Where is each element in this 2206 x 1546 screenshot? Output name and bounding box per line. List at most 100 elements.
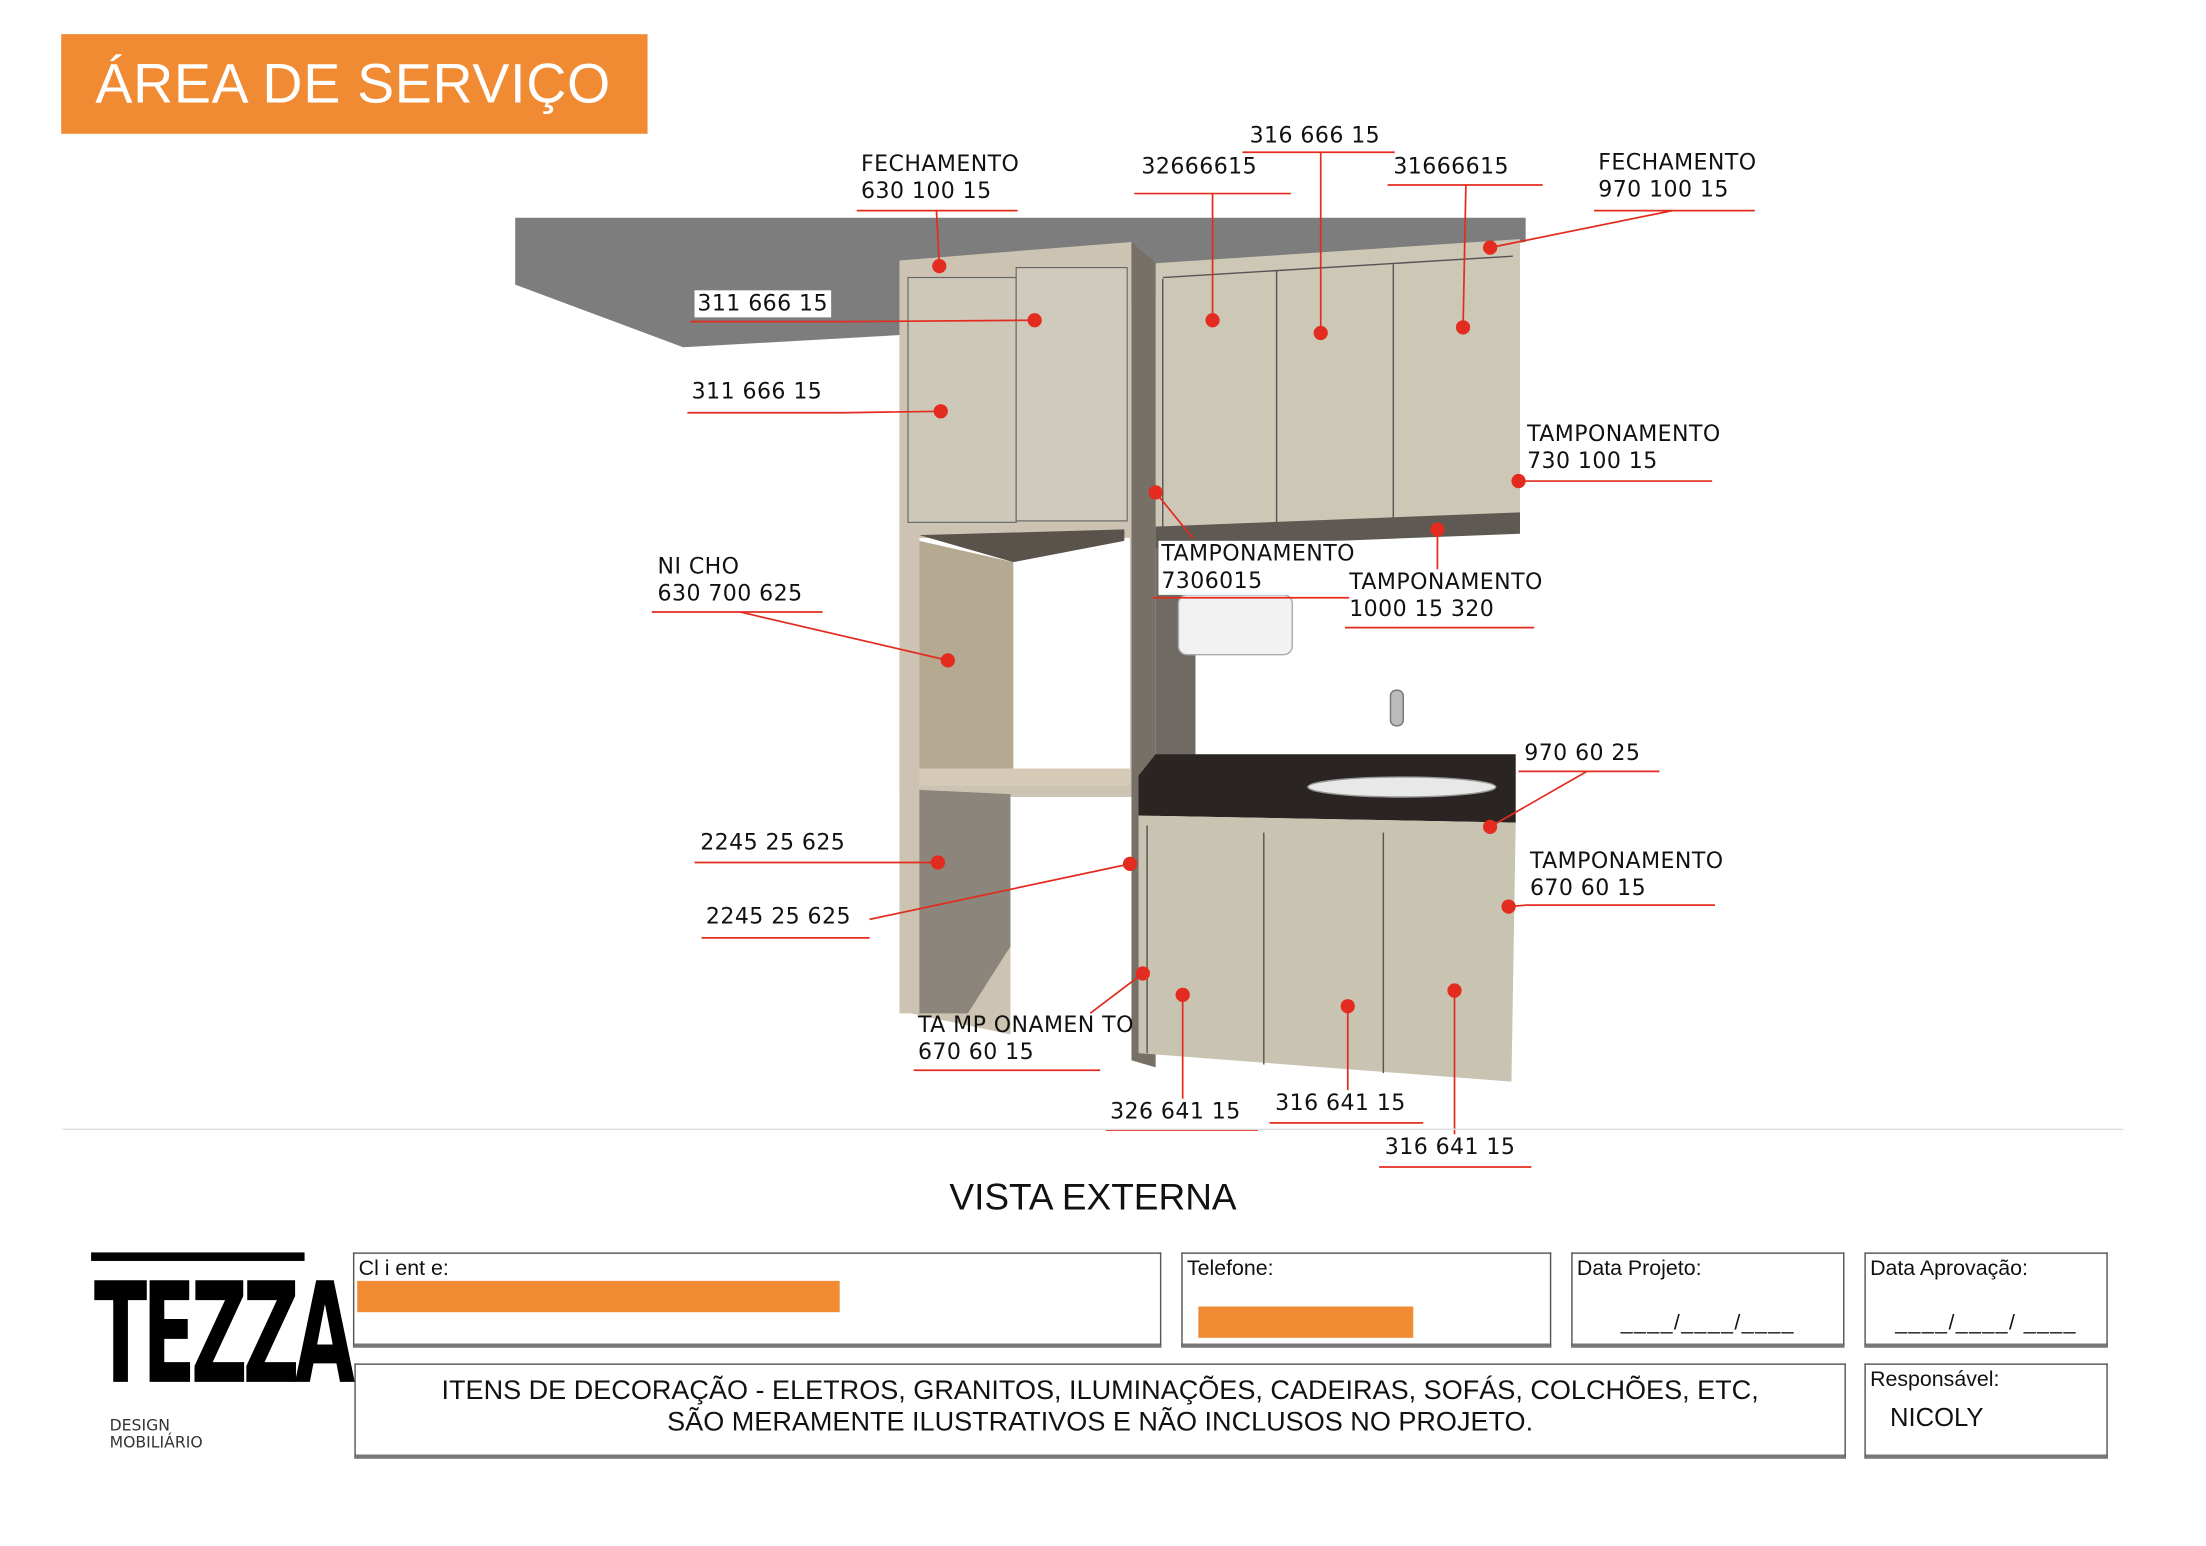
callout-label: 970 60 25 — [1524, 740, 1640, 767]
client-label: Cl i ent e: — [358, 1256, 449, 1281]
phone-field[interactable]: Telefone: — [1181, 1252, 1552, 1348]
callout-marker-dot — [1205, 313, 1220, 328]
callout-text: 670 60 15 — [1529, 875, 1647, 901]
view-title: VISTA EXTERNA — [949, 1175, 1237, 1219]
callout-marker-dot — [1455, 320, 1471, 335]
callout-leader — [1462, 184, 1467, 328]
callout-label: 2245 25 625 — [706, 904, 851, 931]
callout-label: 316 666 15 — [1250, 122, 1381, 149]
callout-leader — [1489, 770, 1588, 828]
tall-door-left — [907, 276, 1017, 523]
callout-marker-dot — [930, 855, 946, 870]
phone-redacted — [1198, 1306, 1414, 1338]
lower-gap — [1010, 796, 1132, 1061]
niche-side — [919, 540, 1014, 780]
callout-marker-dot — [1430, 522, 1445, 537]
callout-marker-dot — [1175, 987, 1190, 1002]
callout-text: TAMPONAMENTO — [1161, 540, 1355, 567]
callout-label: 316 641 15 — [1275, 1090, 1406, 1117]
callout-label: 316 641 15 — [1385, 1134, 1516, 1161]
tezza-logo: TEZZA DESIGN MOBILIÁRIO — [91, 1252, 355, 1452]
callout-text: 311 666 15 — [697, 290, 828, 316]
callout-text: 670 60 15 — [917, 1038, 1035, 1065]
callout-marker-dot — [1148, 485, 1163, 500]
callout-marker-dot — [933, 404, 948, 419]
callout-text: TAMPONAMENTO — [1529, 848, 1724, 874]
niche-bottom — [919, 768, 1131, 786]
lower-column — [919, 789, 1011, 1014]
callout-label: 311 666 15 — [694, 290, 831, 318]
client-redacted — [357, 1280, 840, 1313]
callout-text: 2245 25 625 — [700, 829, 846, 856]
callout-text: TA MP ONAMEN TO — [917, 1011, 1134, 1038]
view-caption-band: VISTA EXTERNA — [62, 1128, 2124, 1254]
callout-marker-dot — [1482, 240, 1498, 255]
callout-leader — [1089, 972, 1144, 1014]
callout-text: 730 100 15 — [1527, 448, 1658, 474]
callout-leader — [1154, 491, 1194, 539]
callout-marker-dot — [1313, 325, 1328, 341]
callout-text: 311 666 15 — [691, 378, 823, 405]
disclaimer-box: ITENS DE DECORAÇÃO - ELETROS, GRANITOS, … — [354, 1363, 1846, 1459]
callout-marker-dot — [1447, 983, 1462, 998]
water-heater — [1177, 594, 1293, 656]
callout-marker-dot — [1501, 899, 1516, 914]
logo-sub-design: DESIGN — [109, 1416, 170, 1435]
callout-text: 970 100 15 — [1598, 176, 1729, 203]
callout-leader — [935, 210, 941, 267]
callout-text: 32666615 — [1141, 153, 1258, 180]
callout-text: TAMPONAMENTO — [1349, 569, 1543, 595]
callout-label: 31666615 — [1393, 154, 1509, 181]
upper-cabinet — [1155, 239, 1520, 544]
niche-top — [919, 529, 1125, 563]
callout-leader — [1489, 209, 1673, 249]
callout-text: NI CHO — [657, 553, 740, 580]
client-field[interactable]: Cl i ent e: — [352, 1252, 1162, 1348]
responsible-field: Responsável: NICOLY — [1864, 1363, 2108, 1459]
callout-text: 316 666 15 — [1249, 122, 1381, 149]
callout-label: 311 666 15 — [692, 379, 823, 406]
lower-cabinet — [1138, 815, 1516, 1082]
callout-marker-dot — [1122, 856, 1138, 871]
callout-text: 970 60 25 — [1524, 740, 1641, 766]
callout-marker-dot — [1482, 819, 1498, 834]
callout-text: 7306015 — [1161, 567, 1263, 594]
callout-leader — [842, 410, 941, 414]
callout-leader — [869, 863, 1131, 921]
callout-text: FECHAMENTO — [1598, 149, 1757, 176]
project-date-value: ____/____/____ — [1620, 1310, 1795, 1335]
faucet — [1389, 689, 1404, 727]
callout-marker-dot — [940, 653, 955, 668]
callout-text: 1000 15 320 — [1349, 596, 1495, 622]
callout-marker-dot — [1340, 999, 1355, 1014]
callout-text: 630 100 15 — [861, 177, 992, 204]
tall-door-right — [1015, 266, 1128, 522]
callout-label: 32666615 — [1141, 154, 1257, 181]
callout-label: 326 641 15 — [1110, 1099, 1241, 1126]
callout-text: TAMPONAMENTO — [1527, 421, 1721, 447]
callout-text: 316 641 15 — [1275, 1090, 1406, 1116]
project-date-field[interactable]: Data Projeto: ____/____/____ — [1571, 1252, 1845, 1348]
callout-marker-dot — [1027, 313, 1042, 328]
responsible-label: Responsável: — [1870, 1367, 2000, 1392]
page-title: ÁREA DE SERVIÇO — [61, 34, 648, 134]
callout-leader — [846, 319, 1035, 323]
sink — [1307, 776, 1497, 798]
callout-marker-dot — [932, 259, 947, 274]
callout-text: 31666615 — [1393, 153, 1510, 180]
callout-leader — [739, 611, 949, 662]
callout-text: 630 700 625 — [657, 580, 803, 607]
approval-date-field[interactable]: Data Aprovação: ____/____/ ____ — [1864, 1252, 2108, 1348]
logo-sub-mobiliario: MOBILIÁRIO — [109, 1433, 203, 1452]
callout-text: 316 641 15 — [1384, 1134, 1516, 1160]
callout-text: 326 641 15 — [1110, 1098, 1241, 1125]
